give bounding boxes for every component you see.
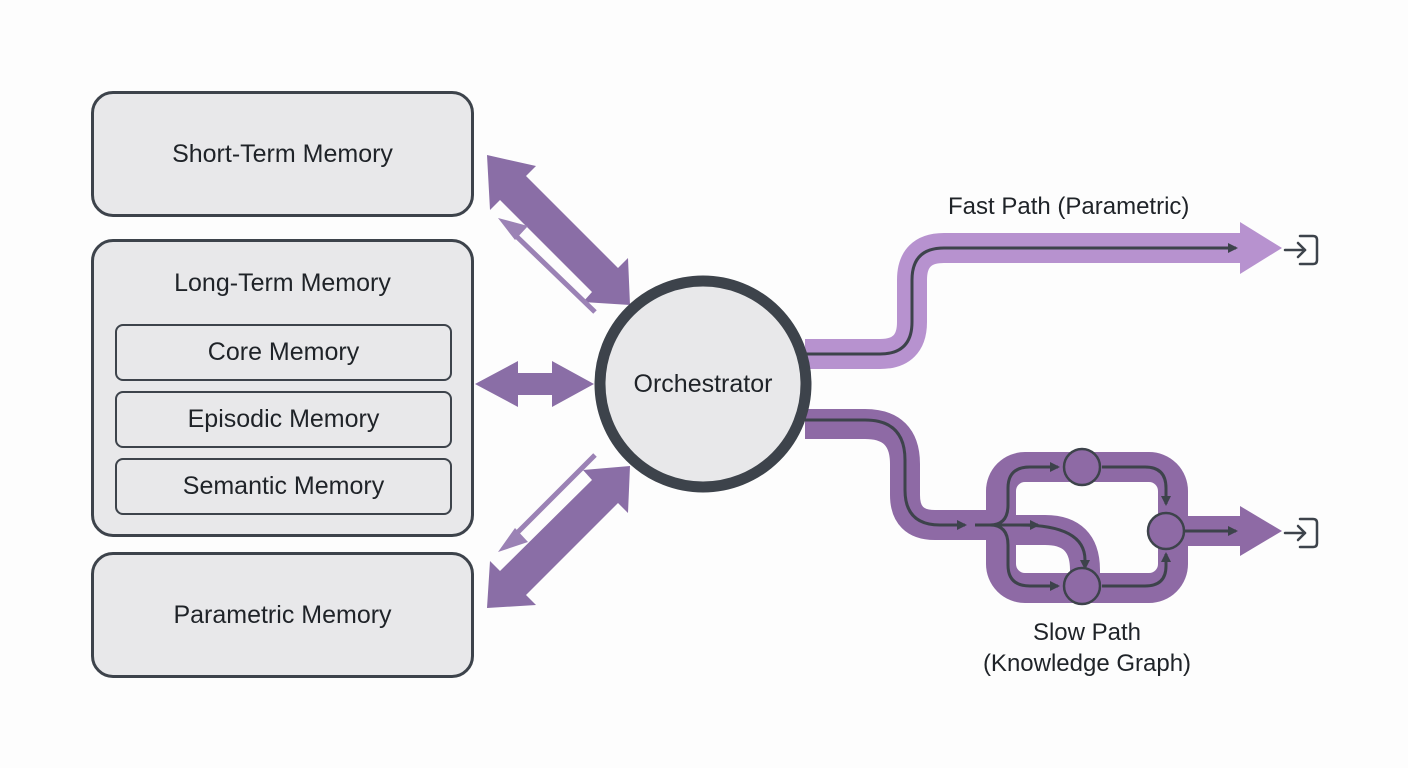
long-term-memory-box: Long-Term Memory Core Memory Episodic Me… (91, 239, 474, 537)
parametric-thin-arrow (498, 453, 597, 552)
slow-path (805, 409, 1282, 606)
parametric-memory-box: Parametric Memory (91, 552, 474, 678)
short-term-memory-box: Short-Term Memory (91, 91, 474, 217)
semantic-memory-box: Semantic Memory (115, 458, 452, 515)
graph-node-top (1062, 447, 1102, 487)
slow-path-sublabel: (Knowledge Graph) (982, 650, 1192, 677)
parametric-double-arrow (487, 466, 630, 608)
graph-node-merge (1146, 511, 1186, 551)
episodic-memory-box: Episodic Memory (115, 391, 452, 448)
parametric-memory-label: Parametric Memory (173, 600, 392, 629)
orchestrator-circle (594, 275, 812, 493)
slow-path-label: Slow Path (1032, 619, 1142, 646)
fast-path-label: Fast Path (Parametric) (948, 193, 1190, 220)
slow-path-exit-icon (1283, 517, 1319, 549)
core-memory-box: Core Memory (115, 324, 452, 381)
fast-path-exit-icon (1283, 234, 1319, 266)
orchestrator-label: Orchestrator (633, 369, 773, 398)
short-term-thin-arrow (498, 218, 597, 314)
graph-node-bottom (1062, 566, 1102, 606)
long-term-memory-label: Long-Term Memory (174, 269, 391, 297)
fast-path (805, 222, 1282, 369)
short-term-double-arrow (487, 155, 630, 305)
short-term-memory-label: Short-Term Memory (172, 139, 393, 168)
long-term-double-arrow (475, 361, 594, 407)
